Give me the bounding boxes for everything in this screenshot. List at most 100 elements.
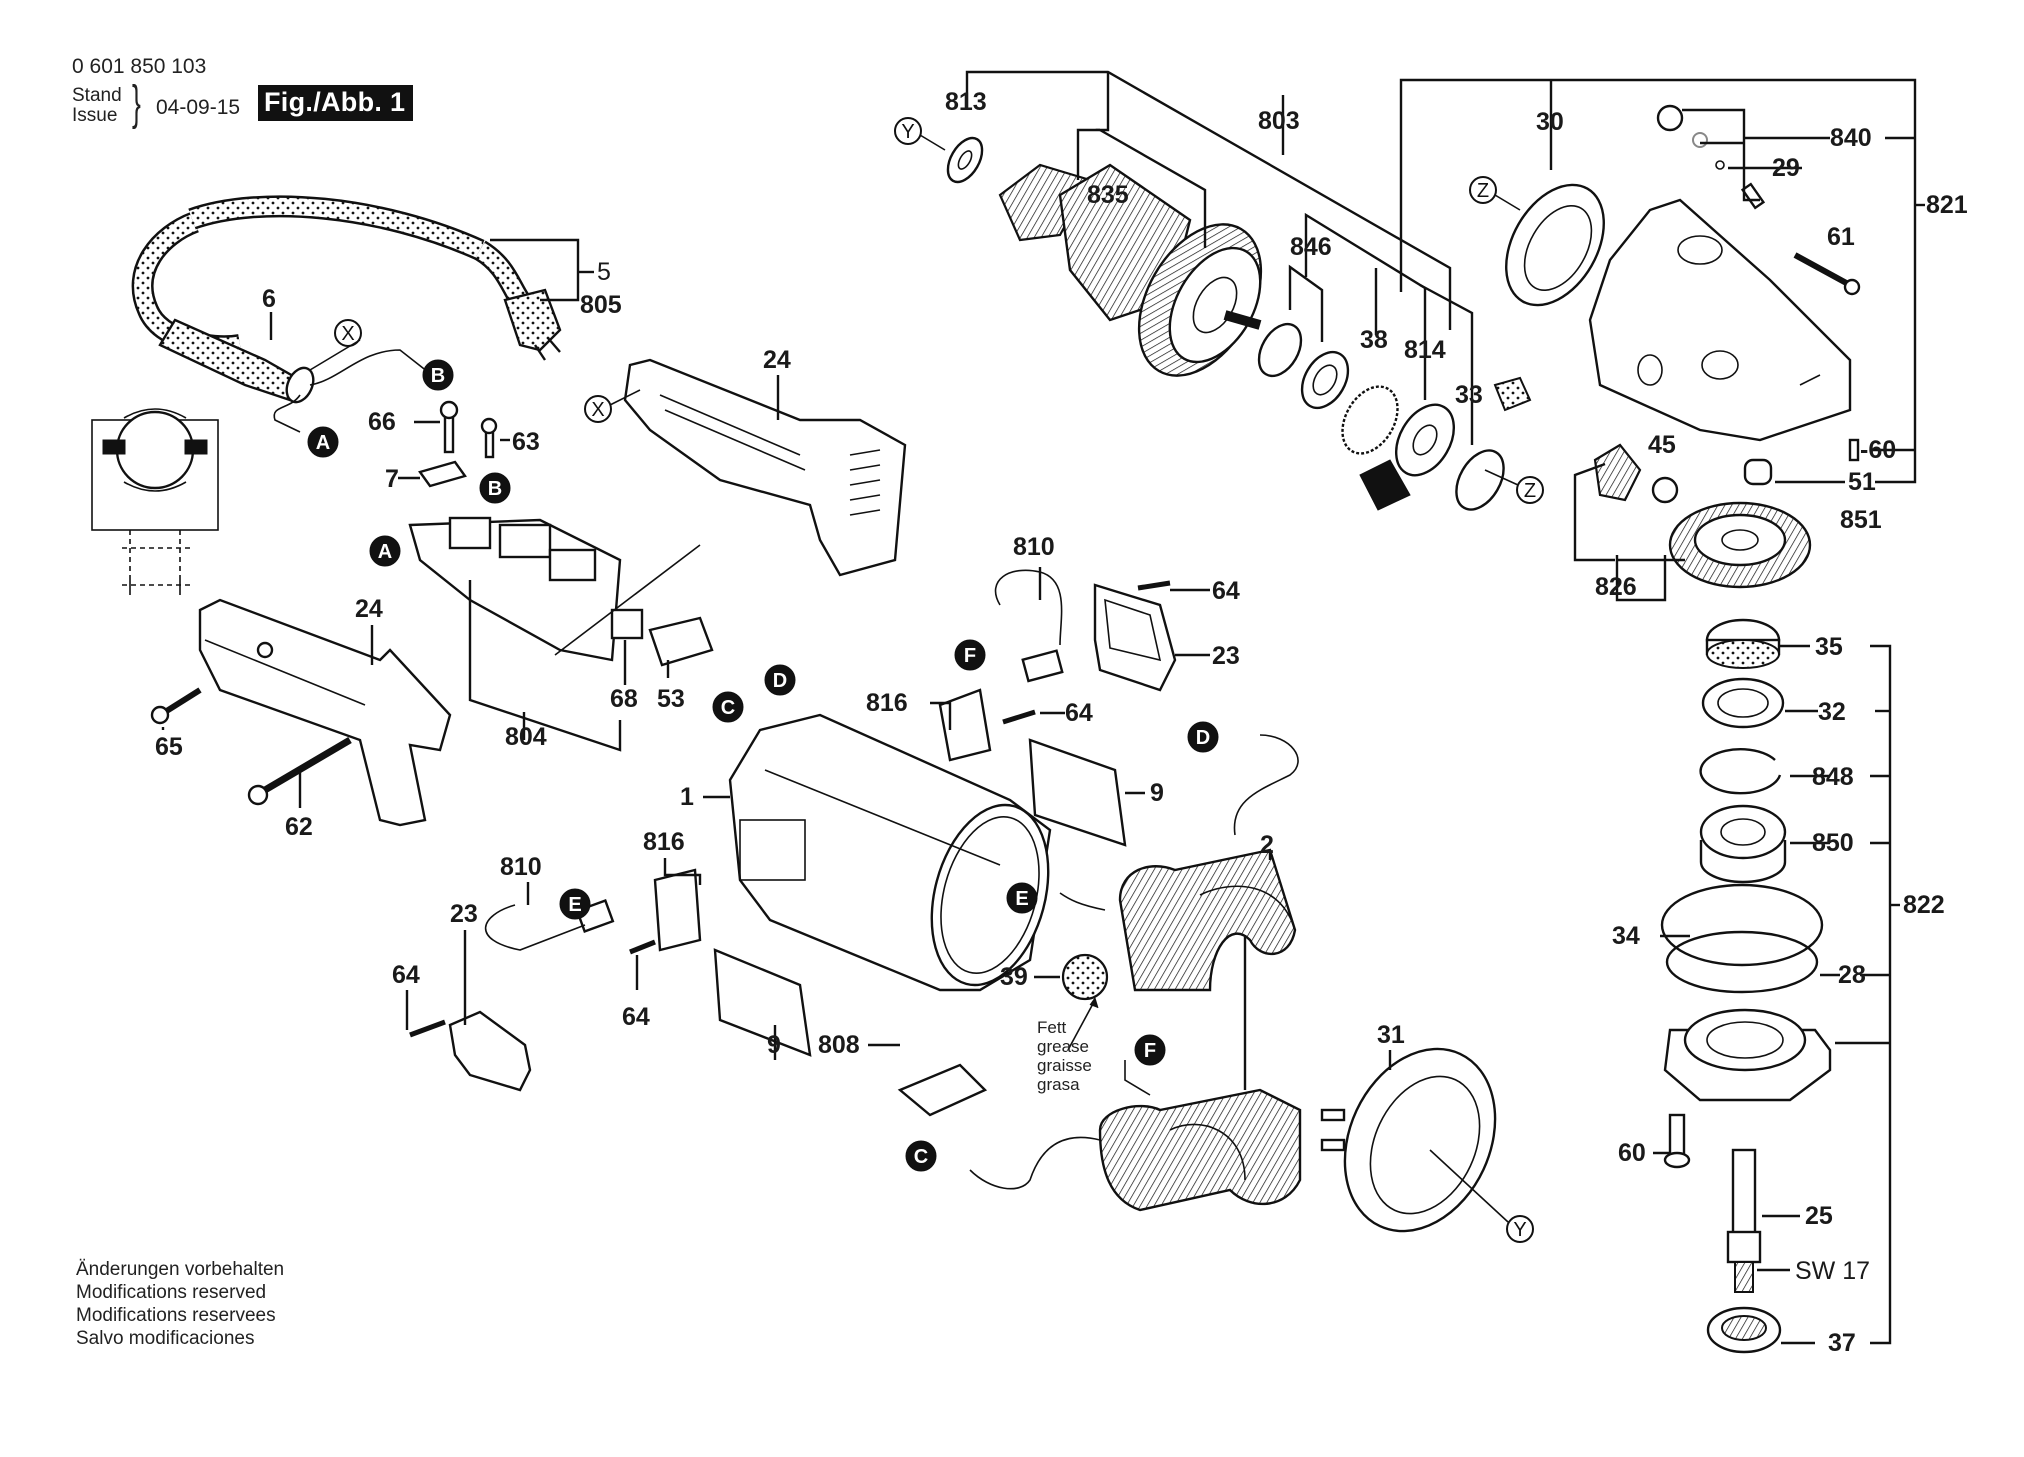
svg-text:Y: Y <box>1513 1219 1526 1241</box>
grinding-spindle-25 <box>1731 1148 1757 1247</box>
callout-804: 804 <box>505 723 547 751</box>
motor-housing <box>653 688 1127 1117</box>
power-cord-assembly <box>131 195 562 433</box>
armature <box>946 136 1263 377</box>
svg-text:F: F <box>1144 1040 1156 1062</box>
callout-816-upper: 816 <box>866 689 908 717</box>
callout-37: 37 <box>1828 1329 1856 1357</box>
callout-64-c: 64 <box>392 961 420 989</box>
connector-e-housing: E <box>1006 882 1038 914</box>
callout-822: 822 <box>1903 891 1945 919</box>
marker-x-handle: X <box>584 395 612 423</box>
callout-38: 38 <box>1360 326 1388 354</box>
connector-a-cord: A <box>307 426 339 458</box>
connector-c-switch: C <box>712 691 744 723</box>
callout-53: 53 <box>657 685 685 713</box>
callout-24-upper: 24 <box>763 346 791 374</box>
callout-9-upper: 9 <box>1150 779 1164 807</box>
clamping-ring-34 <box>1660 883 1824 967</box>
spindle-stack <box>1660 501 1832 1354</box>
callout-846: 846 <box>1290 233 1332 261</box>
marker-y-bearing: Y <box>894 117 922 145</box>
connector-d-switch: D <box>764 664 796 696</box>
callout-1: 1 <box>680 783 694 811</box>
callout-60-top: -60 <box>1860 436 1896 464</box>
callout-835: 835 <box>1087 181 1129 209</box>
label-808 <box>897 1063 988 1117</box>
svg-text:Z: Z <box>1477 180 1489 202</box>
callout-6: 6 <box>262 285 276 313</box>
svg-text:A: A <box>316 432 330 454</box>
marker-z-bearing: Z <box>1516 476 1544 504</box>
callout-808: 808 <box>818 1031 860 1059</box>
callout-24-lower: 24 <box>355 595 383 623</box>
brace-glyph: } <box>132 77 141 130</box>
svg-text:Y: Y <box>901 121 914 143</box>
callout-9-lower: 9 <box>767 1031 781 1059</box>
leader-lines <box>161 70 1925 1345</box>
svg-text:C: C <box>914 1146 928 1168</box>
brush-covers <box>409 569 1177 1092</box>
callout-848: 848 <box>1812 763 1854 791</box>
callout-60-bottom: 60 <box>1618 1139 1646 1167</box>
svg-text:D: D <box>1196 727 1210 749</box>
callout-7: 7 <box>385 465 399 493</box>
callout-sw17: SW 17 <box>1795 1257 1870 1285</box>
callout-816-lower: 816 <box>643 828 685 856</box>
connector-b-switch: B <box>479 472 511 504</box>
callout-68: 68 <box>610 685 638 713</box>
air-guide-ring-30 <box>1505 183 1605 307</box>
svg-text:A: A <box>378 541 392 563</box>
nameplate-9-upper <box>1028 738 1127 847</box>
disclaimer-fr: Modifications reservees <box>76 1305 276 1326</box>
svg-text:B: B <box>431 365 445 387</box>
disclaimer-es: Salvo modificaciones <box>76 1328 255 1349</box>
issue-label: Issue <box>72 105 118 126</box>
grease-note-fr: graisse <box>1037 1056 1092 1075</box>
part-number: 0 601 850 103 <box>72 55 207 78</box>
sleeve-51 <box>1743 458 1773 486</box>
switch-connector-53 <box>648 616 714 667</box>
svg-text:E: E <box>568 894 581 916</box>
svg-text:X: X <box>341 323 354 345</box>
connector-markers: B A B A D C F D E E F C X X Y Y Z Z <box>307 117 1544 1243</box>
callout-32: 32 <box>1818 698 1846 726</box>
connector-f-field: F <box>1134 1034 1166 1066</box>
nameplate-9-lower <box>713 948 812 1057</box>
connector-e-brush: E <box>559 888 591 920</box>
callout-64-d: 64 <box>622 1003 650 1031</box>
field-coils <box>969 734 1497 1233</box>
callout-30: 30 <box>1536 108 1564 136</box>
callout-29: 29 <box>1772 154 1800 182</box>
callout-labels: 813 803 835 846 38 814 33 30 840 29 821 … <box>155 88 1968 1357</box>
callout-23-lower: 23 <box>450 900 478 928</box>
ball-bearing-813 <box>946 136 984 184</box>
callout-65: 65 <box>155 733 183 761</box>
footer-disclaimer: Änderungen vorbehalten Modifications res… <box>76 1258 284 1350</box>
callout-23-upper: 23 <box>1212 642 1240 670</box>
callout-31: 31 <box>1377 1021 1405 1049</box>
bearing-parts-row <box>1257 322 1532 511</box>
callout-2: 2 <box>1260 831 1274 859</box>
handle-half-lower <box>150 598 452 827</box>
svg-text:B: B <box>488 478 502 500</box>
connector-d-field: D <box>1187 721 1219 753</box>
marker-z-ring: Z <box>1469 176 1497 204</box>
figure-label: Fig./Abb. 1 <box>258 85 414 121</box>
gear-housing <box>1505 104 1861 504</box>
grease-note-de: Fett <box>1037 1018 1067 1037</box>
bearing-shield-31 <box>1343 1047 1497 1233</box>
svg-text:X: X <box>591 399 604 421</box>
marker-x-cord: X <box>334 319 362 347</box>
callout-28: 28 <box>1838 961 1866 989</box>
stand-issue-labels: Stand Issue <box>72 86 122 126</box>
grease-note-en: grease <box>1037 1037 1089 1056</box>
callout-63: 63 <box>512 428 540 456</box>
callout-45: 45 <box>1648 431 1676 459</box>
callout-64-a: 64 <box>1212 577 1240 605</box>
callout-5: 5 <box>597 258 611 286</box>
callout-61: 61 <box>1827 223 1855 251</box>
disclaimer-de: Änderungen vorbehalten <box>76 1259 285 1280</box>
disclaimer-en: Modifications reserved <box>76 1282 267 1303</box>
